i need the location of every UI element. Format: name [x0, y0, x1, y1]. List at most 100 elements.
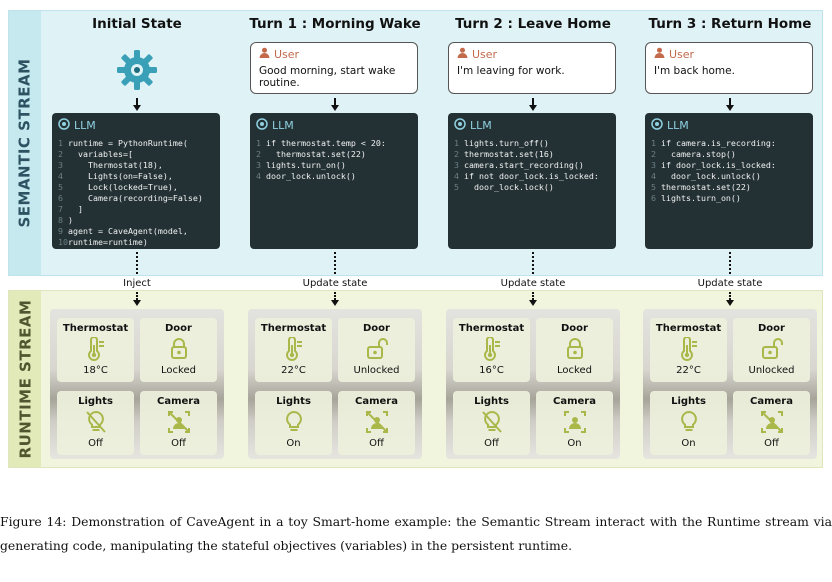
runtime-panel: Thermostat 22°C Door Unlocked Lights On … [248, 309, 422, 459]
code-text: ) [68, 215, 73, 225]
column-title: Turn 1 : Morning Wake [249, 16, 421, 32]
llm-header: LLM [58, 118, 214, 133]
lightbulb-icon [650, 409, 727, 435]
user-label: User [669, 47, 695, 61]
camera-value: Off [764, 438, 779, 449]
lights-title: Lights [276, 396, 311, 407]
dotted-connector [729, 292, 731, 300]
user-header: User [457, 47, 607, 61]
dotted-connector [532, 252, 534, 274]
column-title: Turn 2 : Leave Home [455, 16, 611, 32]
step-label: Update state [302, 278, 368, 289]
line-number: 10 [58, 237, 68, 247]
semantic-stream-label-box: SEMANTIC STREAM [9, 11, 41, 275]
thermostat-value: 18°C [83, 365, 108, 376]
arrow-line [729, 98, 731, 106]
lock-icon [140, 336, 217, 362]
door-title: Door [165, 323, 192, 334]
arrow-head [529, 300, 537, 306]
code-text: camera.start_recording() [464, 160, 584, 170]
user-message: I'm back home. [654, 65, 735, 77]
code-line: 2 camera.stop() [651, 149, 807, 160]
code-line: 3 camera.start_recording() [454, 160, 610, 171]
code-text: if door_lock.is_locked: [661, 160, 776, 170]
thermometer-icon [453, 336, 530, 362]
code-text: agent = CaveAgent(model, [68, 226, 188, 236]
lights-card: Lights On [255, 391, 332, 455]
code-text: thermostat.set(22) [266, 149, 366, 159]
llm-icon [454, 118, 466, 133]
thermostat-value: 22°C [281, 365, 306, 376]
thermostat-title: Thermostat [260, 323, 327, 334]
thermostat-title: Thermostat [655, 323, 722, 334]
dotted-connector [532, 292, 534, 300]
llm-label: LLM [74, 119, 96, 132]
door-card: Door Locked [536, 318, 613, 382]
code-text: runtime = PythonRuntime( [68, 138, 188, 148]
door-card: Door Locked [140, 318, 217, 382]
code-text: Lock(locked=True), [68, 182, 178, 192]
dotted-connector [334, 252, 336, 274]
camera-value: Off [369, 438, 384, 449]
door-title: Door [363, 323, 390, 334]
column-2: Turn 2 : Leave Home User I'm leaving for… [446, 0, 620, 468]
door-value: Unlocked [748, 365, 795, 376]
lights-card: Lights Off [57, 391, 134, 455]
thermostat-card: Thermostat 16°C [453, 318, 530, 382]
code-text: lights.turn_off() [464, 138, 549, 148]
code-text: door_lock.unlock() [661, 171, 761, 181]
arrow-head [726, 300, 734, 306]
arrow-head [133, 300, 141, 306]
camera-title: Camera [355, 396, 398, 407]
line-number: 4 [58, 171, 63, 181]
camera-value: On [567, 438, 582, 449]
user-message-box: User I'm back home. [645, 42, 813, 94]
line-number: 3 [58, 160, 63, 170]
door-title: Door [758, 323, 785, 334]
code-line: 2 variables=[ [58, 149, 214, 160]
door-value: Locked [557, 365, 592, 376]
code-text: Camera(recording=False) [68, 193, 203, 203]
line-number: 2 [58, 149, 63, 159]
dotted-connector [136, 252, 138, 274]
code-line: 10runtime=runtime) [58, 237, 214, 248]
thermometer-icon [57, 336, 134, 362]
llm-header: LLM [256, 118, 412, 133]
code-line: 4 door_lock.unlock() [651, 171, 807, 182]
arrow-line [136, 98, 138, 106]
code-text: variables=[ [68, 149, 133, 159]
step-label: Update state [697, 278, 763, 289]
runtime-panel: Thermostat 18°C Door Locked Lights Off C… [50, 309, 224, 459]
arrow-line [532, 98, 534, 106]
llm-icon [651, 118, 663, 133]
code-line: 7 ] [58, 204, 214, 215]
thermostat-card: Thermostat 18°C [57, 318, 134, 382]
line-number: 4 [651, 171, 656, 181]
line-number: 1 [651, 138, 656, 148]
lights-title: Lights [78, 396, 113, 407]
user-label: User [274, 47, 300, 61]
column-title: Initial State [92, 16, 182, 32]
code-line: 2 thermostat.set(22) [256, 149, 412, 160]
lights-value: Off [484, 438, 499, 449]
camera-off-icon [140, 409, 217, 435]
line-number: 6 [651, 193, 656, 203]
user-message: I'm leaving for work. [457, 65, 565, 77]
code-text: thermostat.set(22) [661, 182, 751, 192]
camera-off-icon [733, 409, 810, 435]
line-number: 2 [651, 149, 656, 159]
door-title: Door [561, 323, 588, 334]
code-text: door_lock.lock() [464, 182, 554, 192]
thermometer-icon [650, 336, 727, 362]
line-number: 3 [454, 160, 459, 170]
arrow-head [133, 105, 141, 111]
lightbulb-icon [255, 409, 332, 435]
